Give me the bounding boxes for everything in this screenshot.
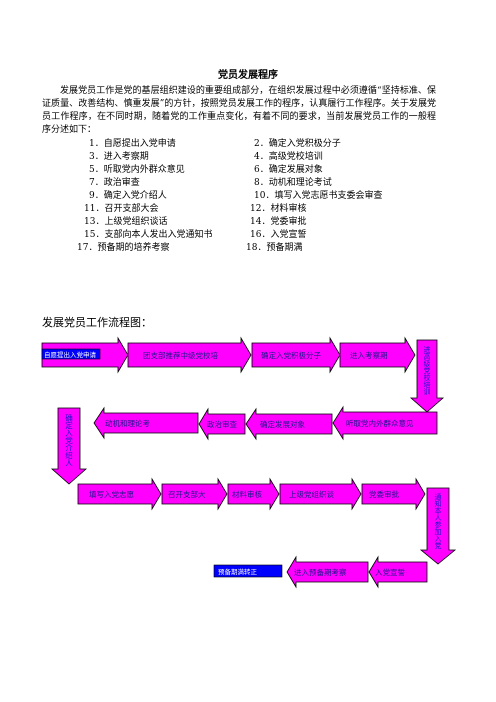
flowchart-title: 发展党员工作流程图： <box>42 316 152 329</box>
flow-label: 确定发展对象 <box>260 419 305 429</box>
step-item: 15．支部向本人发出入党通知书 <box>84 230 213 240</box>
flow-label-vertical: 确定入党介绍人 <box>64 413 73 467</box>
flow-arrow-r4-2 <box>286 555 369 589</box>
flow-label: 确定入党积极分子 <box>261 350 321 360</box>
flow-label: 政治审查 <box>207 419 237 429</box>
flow-label: 材料审核 <box>232 489 262 499</box>
flow-label-vertical: 进高级党校培训 <box>423 346 431 396</box>
flow-label: 进入预备期考察 <box>294 567 347 577</box>
flow-arrow-r2-3 <box>198 407 246 441</box>
step-item: 8．动机和理论考试 <box>254 178 332 188</box>
flow-label-vertical: 通知本人参加入党 <box>434 492 442 550</box>
flow-label: 召开支部大 <box>168 489 206 499</box>
flow-label: 上级党组织谈 <box>289 489 334 499</box>
flow-label: 入党宣誓 <box>375 567 405 577</box>
step-item: 2．确定入党积极分子 <box>254 139 341 149</box>
flow-arrow-r1-2 <box>127 336 252 374</box>
step-item: 4．高级党校培训 <box>254 152 323 162</box>
step-item: 13．上级党组织谈话 <box>84 217 168 227</box>
flow-arrow-r1-4 <box>339 336 416 374</box>
page-title: 党员发展程序 <box>218 70 278 81</box>
flow-label: 团支部推荐中级党校培 <box>143 350 218 360</box>
step-item: 5．听取党内外群众意见 <box>89 165 185 175</box>
flow-label: 进高级党校培训 <box>423 346 431 396</box>
flow-label: 自愿提出入党申请 <box>44 350 97 359</box>
flow-label: 听取党内外群众意见 <box>346 418 414 428</box>
intro-paragraph: 发展党员工作是党的基层组织建设的重要组成部分，在组织发展过程中必须遵循“坚持标准… <box>42 85 436 137</box>
flow-label: 预备期满转正 <box>218 567 258 576</box>
step-item: 14．党委审批 <box>250 217 307 227</box>
flow-arrow-down-3 <box>419 487 457 565</box>
flow-arrow-r2-2 <box>245 407 333 441</box>
intro-text: 发展党员工作是党的基层组织建设的重要组成部分，在组织发展过程中必须遵循“坚持标准… <box>42 86 436 135</box>
step-item: 6．确定发展对象 <box>254 165 323 175</box>
flow-label: 党委审批 <box>369 489 399 499</box>
flow-label: 填写入党志愿 <box>89 489 134 499</box>
flow-arrow-r3-1 <box>77 477 162 511</box>
step-item: 16．入党宣誓 <box>250 230 307 240</box>
step-item: 7．政治审查 <box>89 178 140 188</box>
flow-arrow-r4-1 <box>368 555 428 589</box>
flow-arrow-r3-5 <box>361 477 426 511</box>
flow-label: 确定入党介绍人 <box>64 413 73 467</box>
flow-arrow-r1-3 <box>251 336 341 374</box>
step-item: 11．召开支部大会 <box>84 204 159 214</box>
flow-arrow-r3-3 <box>227 477 280 511</box>
flow-box-final <box>213 564 283 578</box>
flow-arrow-r2-4 <box>93 406 199 440</box>
step-item: 12．材料审核 <box>250 204 307 214</box>
flow-label: 进入考察期 <box>350 350 388 360</box>
flow-label: 动机和理论考 <box>105 418 150 428</box>
step-item: 10．填写入党志愿书支委会审查 <box>254 191 383 201</box>
flow-arrow-r3-2 <box>161 477 228 511</box>
flow-arrow-r3-4 <box>279 477 362 511</box>
flow-arrow-r2-1 <box>332 405 438 441</box>
flow-box-apply <box>41 348 101 360</box>
step-item: 3．进入考察期 <box>89 152 149 162</box>
step-item: 17．预备期的培养考察 <box>77 243 170 253</box>
step-item: 18．预备期满 <box>246 243 303 253</box>
flow-arrow-down-2 <box>50 407 88 485</box>
flow-arrow-down-1 <box>409 339 445 413</box>
step-item: 1．自愿提出入党申请 <box>89 139 176 149</box>
step-item: 9．确定入党介绍人 <box>89 191 167 201</box>
flow-label: 通知本人参加入党 <box>434 492 442 550</box>
